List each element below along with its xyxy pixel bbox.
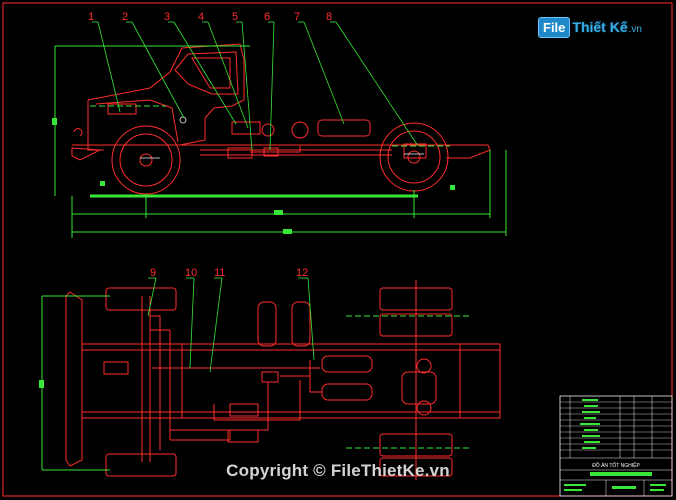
brand-logo: File Thiết Kế .vn xyxy=(538,14,670,40)
plan-view-dimension-ticks xyxy=(39,380,44,388)
side-view-dimensions xyxy=(54,45,507,238)
part-label-10: 10 xyxy=(185,267,197,279)
part-label-5: 5 xyxy=(232,11,238,23)
part-label-8: 8 xyxy=(326,11,332,23)
logo-domain: .vn xyxy=(628,24,642,35)
leader-lines-top xyxy=(92,21,419,151)
logo-text: Thiết Kế xyxy=(572,19,628,35)
logo-file-box: File xyxy=(538,16,571,38)
side-view-dimension-ticks xyxy=(52,118,455,234)
part-label-2: 2 xyxy=(122,11,128,23)
side-view xyxy=(71,43,491,195)
part-numbers: 1 2 3 4 5 6 7 8 9 10 11 12 xyxy=(88,11,332,279)
part-label-9: 9 xyxy=(150,267,156,279)
part-label-6: 6 xyxy=(264,11,270,23)
part-label-3: 3 xyxy=(164,11,170,23)
title-block: ĐỒ ÁN TỐT NGHIỆP xyxy=(559,395,673,497)
part-label-7: 7 xyxy=(294,11,300,23)
title-block-project: ĐỒ ÁN TỐT NGHIỆP xyxy=(592,461,640,469)
copyright-watermark: Copyright © FileThietKe.vn xyxy=(226,461,450,480)
leader-lines-bottom xyxy=(147,277,315,373)
side-view-details xyxy=(140,116,424,159)
part-label-1: 1 xyxy=(88,11,94,23)
part-label-12: 12 xyxy=(296,267,308,279)
plan-view-dimensions xyxy=(41,295,470,471)
part-label-11: 11 xyxy=(214,267,225,279)
plan-view xyxy=(65,280,501,480)
part-label-4: 4 xyxy=(198,11,204,23)
